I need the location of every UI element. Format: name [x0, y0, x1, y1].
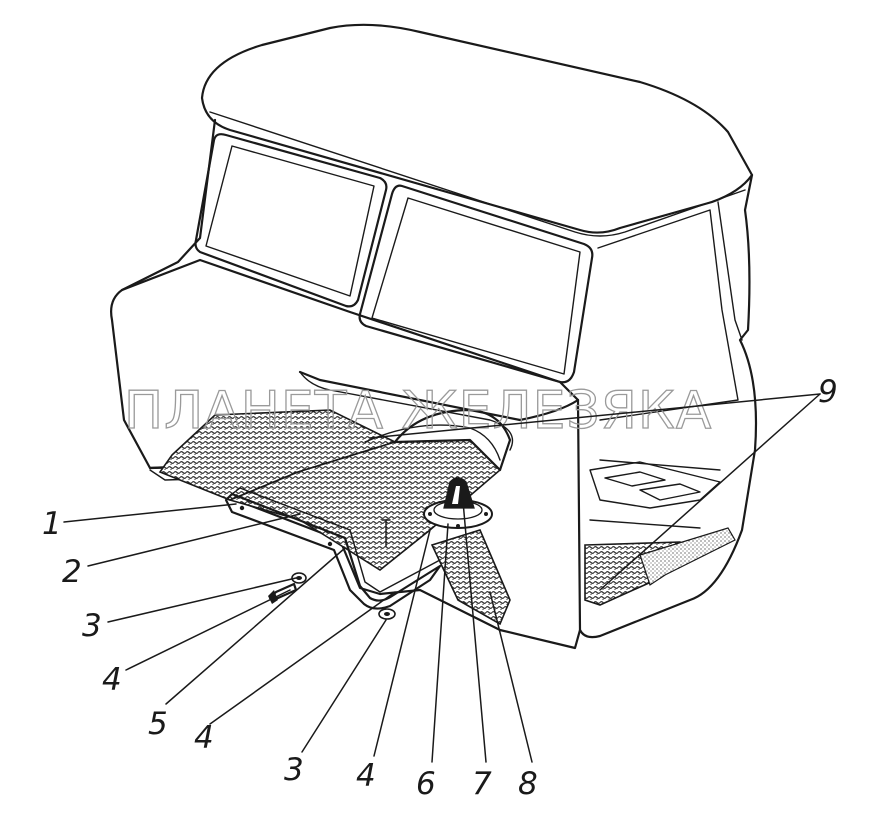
step-plate — [224, 487, 442, 610]
cowl-lower-edge — [299, 371, 514, 451]
cab-roof — [200, 23, 754, 234]
gearshift-hatch — [423, 477, 493, 529]
floor-rib-right — [589, 459, 721, 529]
step-bolt — [327, 541, 333, 547]
leader-lines — [63, 393, 821, 763]
gearshift-boot-highlight — [452, 486, 460, 504]
cab-right-side — [576, 173, 758, 639]
callout-1: 1 — [42, 506, 62, 542]
windshield-frame — [110, 118, 234, 470]
tunnel-arch — [393, 408, 512, 472]
windshield-left-inner — [205, 145, 375, 297]
bolt-left-head — [268, 590, 278, 604]
callout-3: 3 — [82, 608, 102, 644]
hatch-bolt — [484, 512, 488, 516]
washer-bottom-hole — [384, 612, 390, 616]
callout-7: 7 — [472, 766, 492, 802]
roof-drip-rail — [209, 111, 746, 237]
callout-9: 9 — [818, 374, 838, 410]
door-edge — [717, 201, 743, 341]
front-cowl — [120, 258, 580, 422]
windshield-right — [358, 184, 594, 384]
washer-top-hole — [296, 576, 302, 580]
tunnel-inner-line — [364, 424, 501, 461]
callout-5: 5 — [148, 706, 168, 742]
hatch-bolt — [456, 524, 460, 528]
watermark: ПЛАНЕТА ЖЕЛЕЗЯКА — [124, 381, 712, 441]
fasteners — [268, 519, 396, 620]
callout-3: 3 — [284, 752, 304, 788]
windshield-right-inner — [371, 197, 581, 375]
callout-6: 6 — [416, 766, 436, 802]
windshield-left — [194, 133, 388, 308]
engine-tunnel — [364, 408, 512, 472]
step-bolt — [239, 505, 245, 511]
callout-4: 4 — [356, 758, 376, 794]
step-plate-body — [224, 492, 442, 610]
callout-8: 8 — [518, 766, 538, 802]
hatch-bolt — [428, 512, 432, 516]
callout-4: 4 — [102, 662, 122, 698]
floor-mat-right-edge — [639, 527, 736, 586]
callout-4: 4 — [194, 720, 214, 756]
bolt-floor — [381, 519, 391, 547]
floor-mat-bottom — [430, 529, 511, 626]
callout-2: 2 — [62, 554, 82, 590]
step-plate-edge — [231, 487, 441, 593]
callout-labels: 1 2 3 4 5 4 3 4 6 7 8 9 — [42, 374, 838, 802]
